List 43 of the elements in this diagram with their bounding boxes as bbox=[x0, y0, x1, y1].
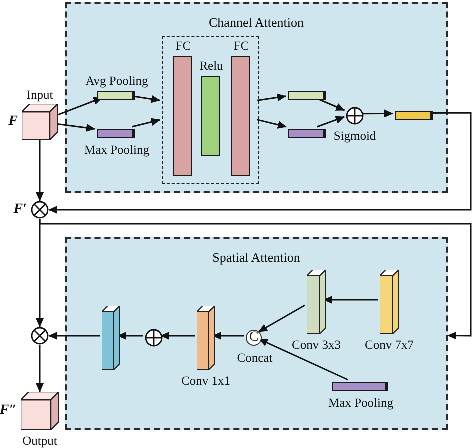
arrow bbox=[48, 332, 100, 340]
arrow bbox=[36, 219, 44, 328]
arrow bbox=[58, 97, 103, 116]
feature-map-symbol: F′ bbox=[14, 203, 27, 217]
arrow bbox=[258, 338, 349, 381]
layer-label: FC bbox=[176, 40, 192, 52]
module-title: Spatial Attention bbox=[212, 251, 300, 264]
arrow bbox=[160, 332, 195, 340]
arrow bbox=[36, 345, 44, 392]
layer-label: Input bbox=[26, 88, 54, 101]
operation-label: Concat bbox=[237, 352, 273, 364]
arrow bbox=[256, 94, 286, 102]
layer-label: Relu bbox=[200, 60, 224, 72]
layer-label: Conv 7x7 bbox=[365, 339, 414, 352]
arrow bbox=[118, 332, 143, 340]
pooling-bar bbox=[395, 111, 433, 120]
layer-label: Conv 3x3 bbox=[292, 339, 341, 352]
pooling-bar bbox=[288, 91, 326, 100]
dashed-bracket bbox=[162, 36, 259, 184]
arrow bbox=[58, 124, 96, 132]
layer-label: Max Pooling bbox=[84, 144, 150, 156]
layer-label: Output bbox=[22, 435, 58, 448]
attention-module-panel bbox=[65, 237, 448, 430]
feature-map-symbol: F″ bbox=[0, 404, 17, 418]
arrow bbox=[258, 304, 306, 333]
arrow bbox=[256, 119, 287, 129]
module-title: Channel Attention bbox=[209, 16, 304, 29]
layer-label: Avg Pooling bbox=[86, 74, 148, 87]
arrow bbox=[132, 95, 160, 104]
arrow bbox=[324, 296, 378, 304]
pooling-bar bbox=[288, 129, 326, 138]
layer-label: FC bbox=[234, 40, 250, 52]
arrow bbox=[212, 332, 244, 340]
arrow bbox=[36, 140, 44, 202]
layer-label: Max Pooling bbox=[328, 397, 394, 410]
arrow bbox=[132, 118, 160, 128]
arrow bbox=[362, 110, 394, 118]
attention-module-panel bbox=[65, 2, 448, 193]
arrow bbox=[317, 116, 345, 128]
feature-map-symbol: F bbox=[8, 115, 18, 129]
layer-label: Conv 1x1 bbox=[182, 375, 230, 388]
arrow bbox=[48, 112, 472, 214]
operation-label: Sigmoid bbox=[334, 130, 376, 142]
